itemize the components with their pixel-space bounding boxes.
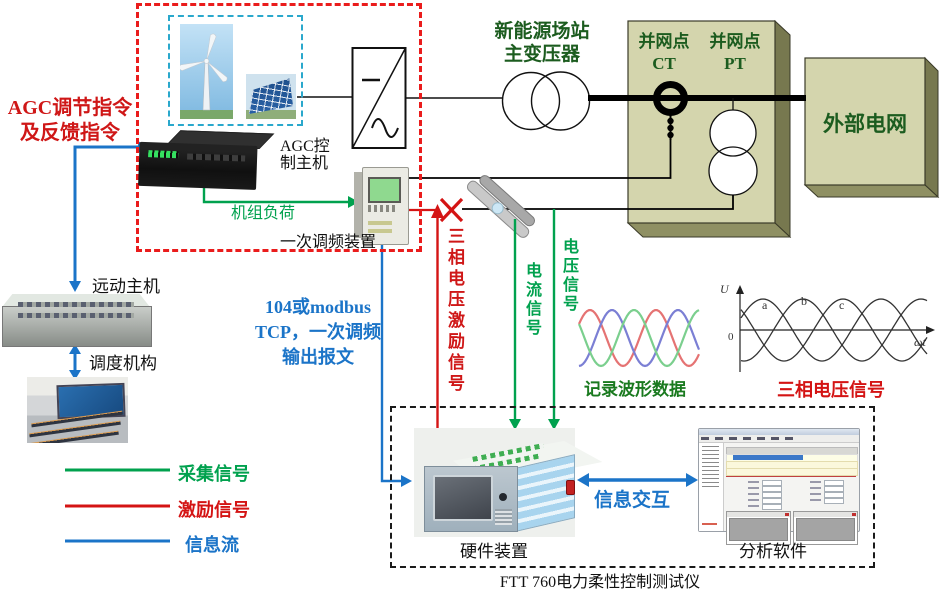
remote-host-server xyxy=(2,294,152,347)
pt-symbol xyxy=(708,98,758,196)
solar-panel-photo xyxy=(246,74,296,119)
tester-caption: FTT 760电力柔性控制测试仪 xyxy=(499,574,701,591)
window-title-bar xyxy=(699,429,859,435)
legend-collected-signal-label: 采集信号 xyxy=(178,464,250,484)
hardware-keypad xyxy=(495,509,512,525)
phase-c-label: c xyxy=(839,298,845,312)
plant-dashed-box xyxy=(136,3,422,252)
pt-label: 并网点 PT xyxy=(709,32,761,73)
external-grid-label: 外部电网 xyxy=(823,112,907,136)
axis-origin-label: 0 xyxy=(728,331,734,343)
table-row xyxy=(726,468,858,476)
legend-info-flow-label: 信息流 xyxy=(185,535,239,555)
ct-secondary-wire xyxy=(408,138,672,179)
pt-secondary-wire xyxy=(462,195,734,210)
agc-host-device xyxy=(138,129,275,192)
menu-bar xyxy=(699,435,859,443)
hardware-screen xyxy=(433,475,493,521)
current-signal-label: 电流信号 xyxy=(523,262,540,338)
remote-host-label: 远动主机 xyxy=(92,277,160,296)
software-chart-panel xyxy=(793,511,858,545)
legend-excitation-signal-label: 激励信号 xyxy=(178,500,250,520)
unit-load-label: 机组负荷 xyxy=(231,205,296,222)
turbine-blades xyxy=(180,33,228,82)
transformer-label: 新能源场站 主变压器 xyxy=(494,21,590,65)
solar-panel xyxy=(248,78,294,114)
software-label: 分析软件 xyxy=(739,542,807,561)
protocol-label: 104或modbus TCP，一次调频 输出报文 xyxy=(255,297,381,367)
ct-symbol xyxy=(653,81,688,140)
inverter-symbol xyxy=(351,47,407,149)
agc-command-label: AGC调节指令 及反馈指令 xyxy=(7,97,133,144)
unit-load-line xyxy=(202,188,348,204)
excitation-signal-label: 三相电压激励信号 xyxy=(445,227,464,395)
dispatch-control-room-photo xyxy=(27,377,128,443)
primary-frequency-device xyxy=(354,167,409,245)
axis-u-label: U xyxy=(720,282,729,296)
external-grid-box xyxy=(803,56,940,199)
info-exchange-label: 信息交互 xyxy=(594,490,671,511)
waveform-curves xyxy=(577,298,928,368)
phase-b-label: b xyxy=(801,294,807,308)
tree-panel xyxy=(699,443,724,531)
hardware-knob xyxy=(499,493,507,501)
axis-wt-label: ωt xyxy=(914,335,926,349)
led-display xyxy=(148,150,179,159)
power-switch xyxy=(566,480,575,495)
main-transformer-symbol xyxy=(501,71,591,131)
software-chart-panel xyxy=(726,511,791,545)
agc-host-label: AGC控 制主机 xyxy=(280,138,330,172)
analysis-software-window xyxy=(698,428,860,545)
voltage-signal-label: 电压信号 xyxy=(560,238,577,314)
tester-dashed-box xyxy=(390,406,875,568)
tester-hardware-photo xyxy=(414,428,603,537)
hardware-label: 硬件装置 xyxy=(460,542,528,561)
ct-label: 并网点 CT xyxy=(638,32,690,73)
record-waveform-label: 记录波形数据 xyxy=(584,380,686,399)
dispatch-org-label: 调度机构 xyxy=(89,354,157,373)
agc-command-line xyxy=(73,145,689,483)
three-phase-signal-label: 三相电压信号 xyxy=(777,380,885,400)
device-lcd-screen xyxy=(368,177,401,203)
pfm-device-label: 一次调频装置 xyxy=(280,234,377,251)
wind-turbine-photo xyxy=(180,24,233,119)
current-clamp xyxy=(466,175,535,238)
renewables-dashed-box xyxy=(168,15,303,126)
disconnect-x-mark xyxy=(439,197,464,223)
phase-a-label: a xyxy=(762,298,768,312)
